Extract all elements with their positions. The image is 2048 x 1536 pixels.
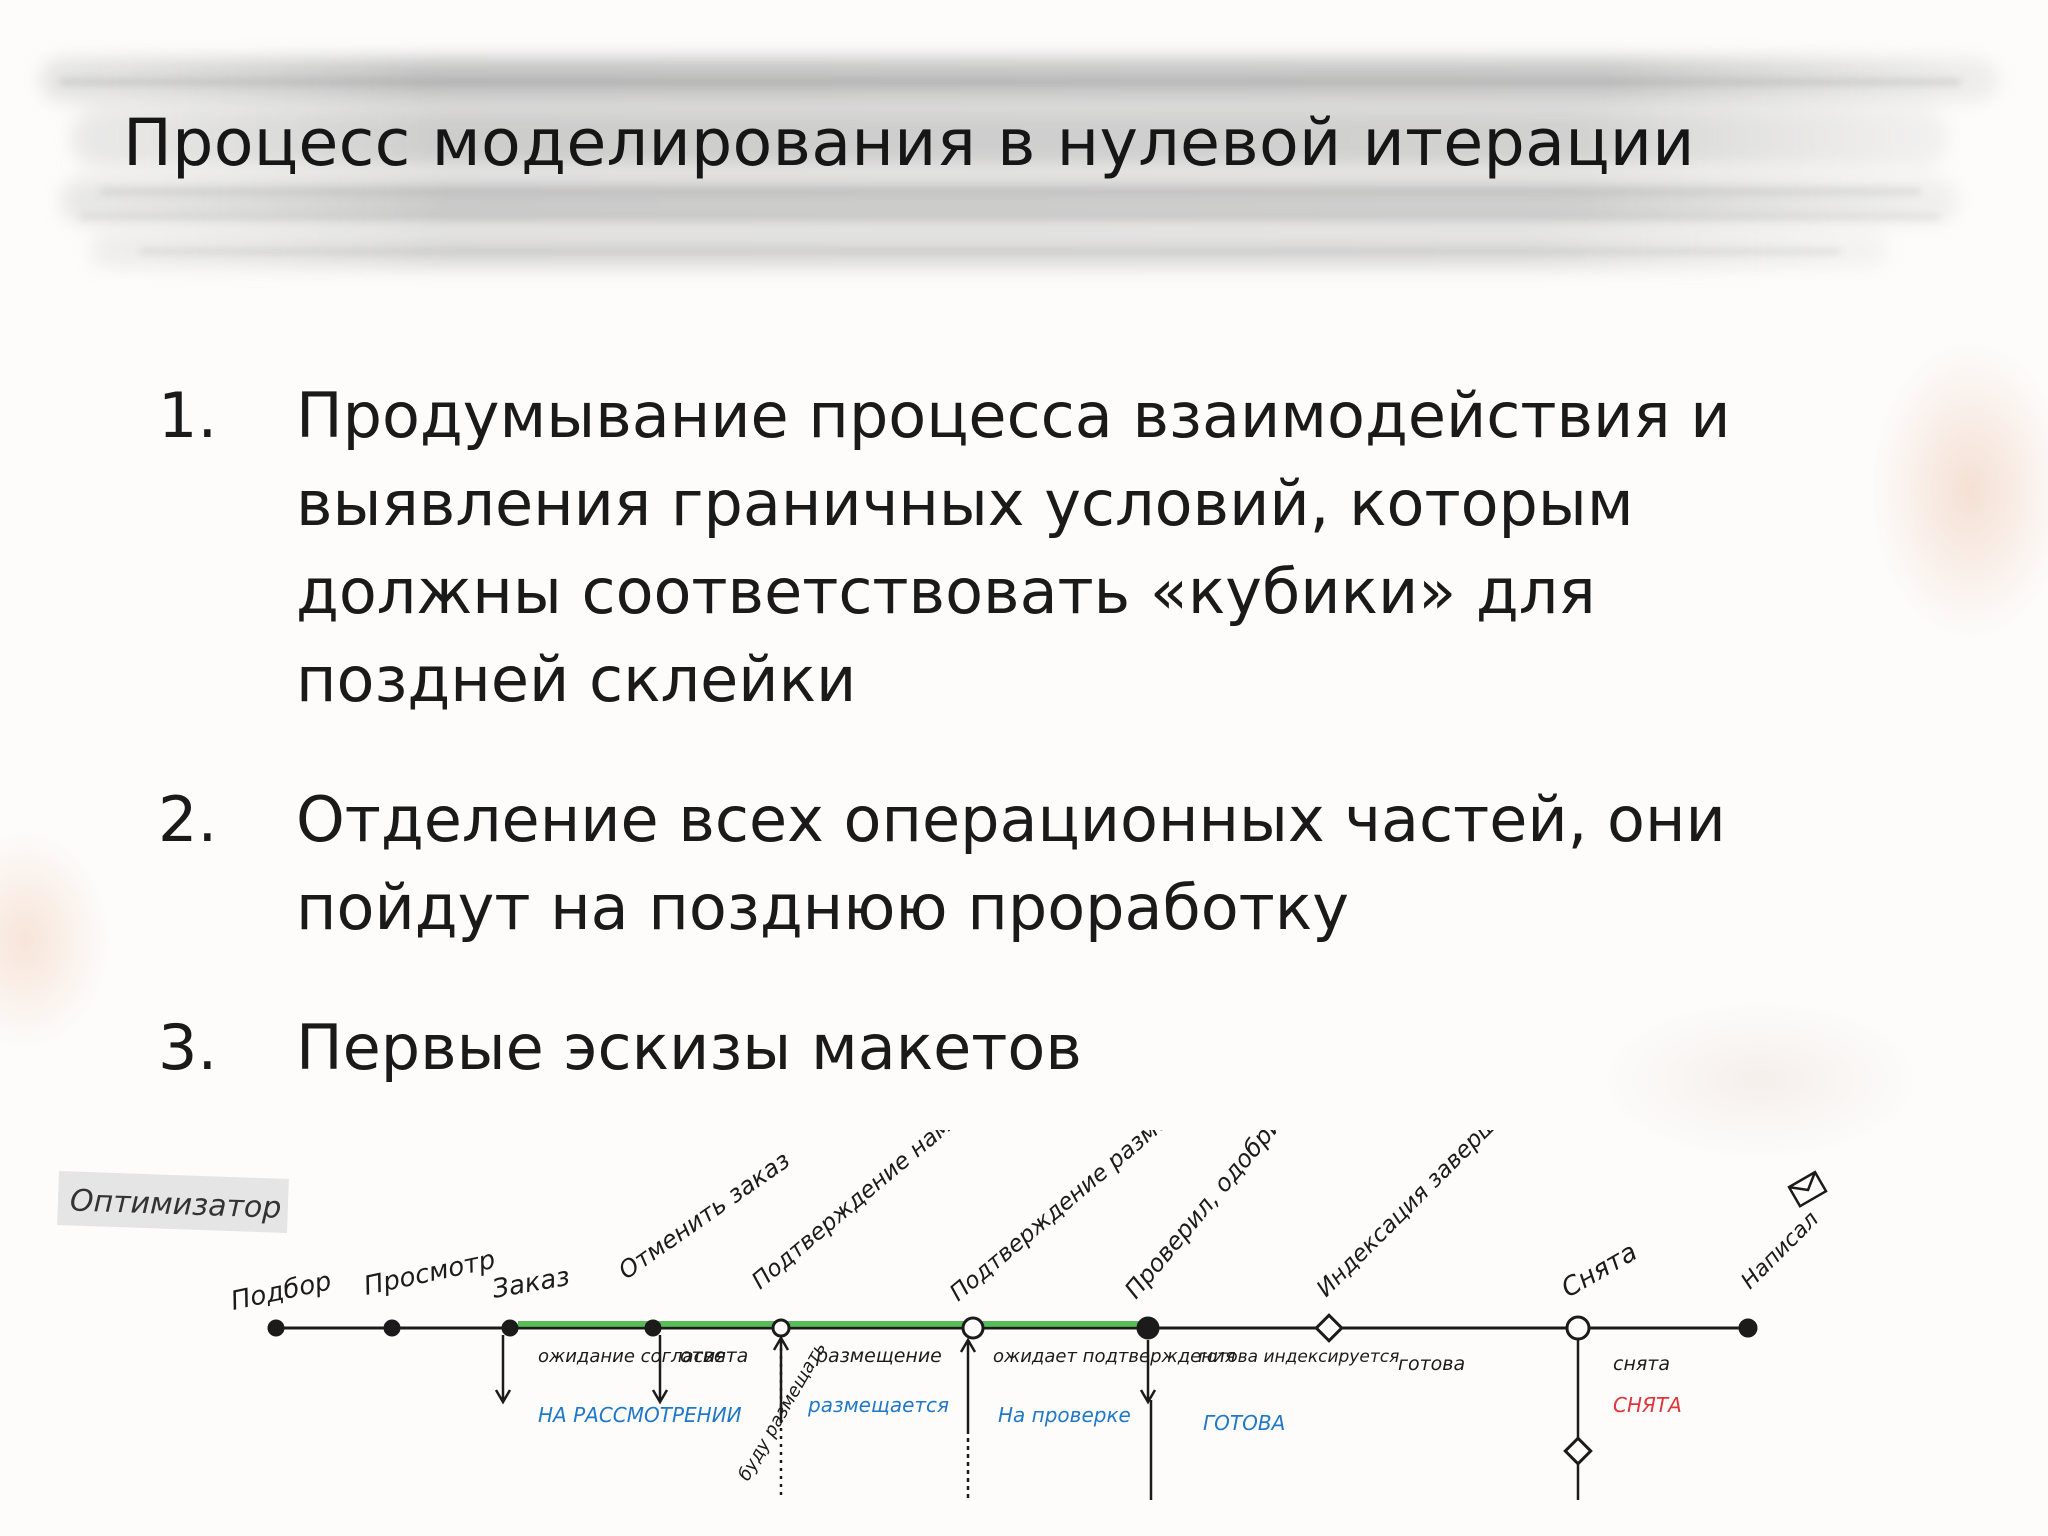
timeline-node-open	[771, 1318, 791, 1338]
hand-drawn-state-sketch: Оптимизатор	[57, 1130, 1828, 1500]
watercolor-splash	[0, 830, 110, 1050]
timeline-node	[383, 1319, 401, 1337]
timeline-node	[644, 1319, 662, 1337]
watercolor-splash	[1870, 340, 2048, 640]
status-badge: СНЯТА	[1613, 1393, 1682, 1417]
timeline-diamond	[1314, 1313, 1344, 1343]
timeline-node	[1738, 1318, 1758, 1338]
timeline-node	[501, 1319, 519, 1337]
slide-title: Процесс моделирования в нулевой итерации	[123, 106, 1695, 181]
timeline-node-open	[1565, 1315, 1591, 1341]
list-item-number: 2.	[158, 783, 218, 856]
state-label: Индексация завершено	[1312, 1130, 1534, 1302]
status-badge: На проверке	[998, 1403, 1131, 1427]
list-item-text: Первые эскизы макетов	[296, 1011, 1082, 1084]
down-arrow	[1139, 1340, 1157, 1405]
status-label: ожидание согласия	[538, 1346, 726, 1367]
status-label: готова	[1398, 1353, 1465, 1375]
state-label: Снята	[1557, 1237, 1643, 1304]
list-item-number: 1.	[158, 379, 218, 452]
status-badge: ГОТОВА	[1203, 1411, 1285, 1435]
status-label: готова индексируется	[1198, 1347, 1399, 1367]
list-item: 2. Отделение всех операционных частей, о…	[158, 776, 1798, 952]
watercolor-splash	[1600, 1000, 1920, 1160]
status-badge: НА РАССМОТРЕНИИ	[538, 1403, 742, 1427]
numbered-list: 1. Продумывание процесса взаимодействия …	[158, 372, 1798, 1144]
status-label: ожидает подтверждения	[993, 1346, 1236, 1367]
role-label: Оптимизатор	[69, 1183, 282, 1225]
list-item: 3. Первые эскизы макетов	[158, 1004, 1798, 1092]
status-label: снята	[1613, 1353, 1670, 1375]
timeline-node	[1136, 1316, 1160, 1340]
role-sticker: Оптимизатор	[57, 1171, 289, 1233]
state-label: Написал	[1737, 1207, 1824, 1294]
down-arrow	[494, 1335, 512, 1405]
list-item: 1. Продумывание процесса взаимодействия …	[158, 372, 1798, 724]
up-arrow	[959, 1337, 977, 1430]
envelope-icon	[1787, 1170, 1828, 1208]
list-item-text: Отделение всех операционных частей, они …	[296, 783, 1726, 944]
status-badge: размещается	[807, 1393, 949, 1417]
timeline-node-open	[961, 1316, 985, 1340]
state-label: Проверил, одобрил	[1119, 1130, 1298, 1304]
down-arrow	[651, 1335, 669, 1405]
title-brush-stroke-background	[40, 58, 2000, 268]
status-label: размещение	[815, 1345, 942, 1367]
timeline-diamond	[1563, 1436, 1593, 1466]
status-label: ответа	[680, 1345, 748, 1367]
timeline-node	[267, 1319, 285, 1337]
state-label: Заказ	[490, 1262, 572, 1305]
list-item-number: 3.	[158, 1011, 218, 1084]
state-label: Просмотр	[361, 1245, 498, 1302]
list-item-text: Продумывание процесса взаимодействия и в…	[296, 379, 1731, 716]
state-label: Подбор	[228, 1266, 334, 1317]
